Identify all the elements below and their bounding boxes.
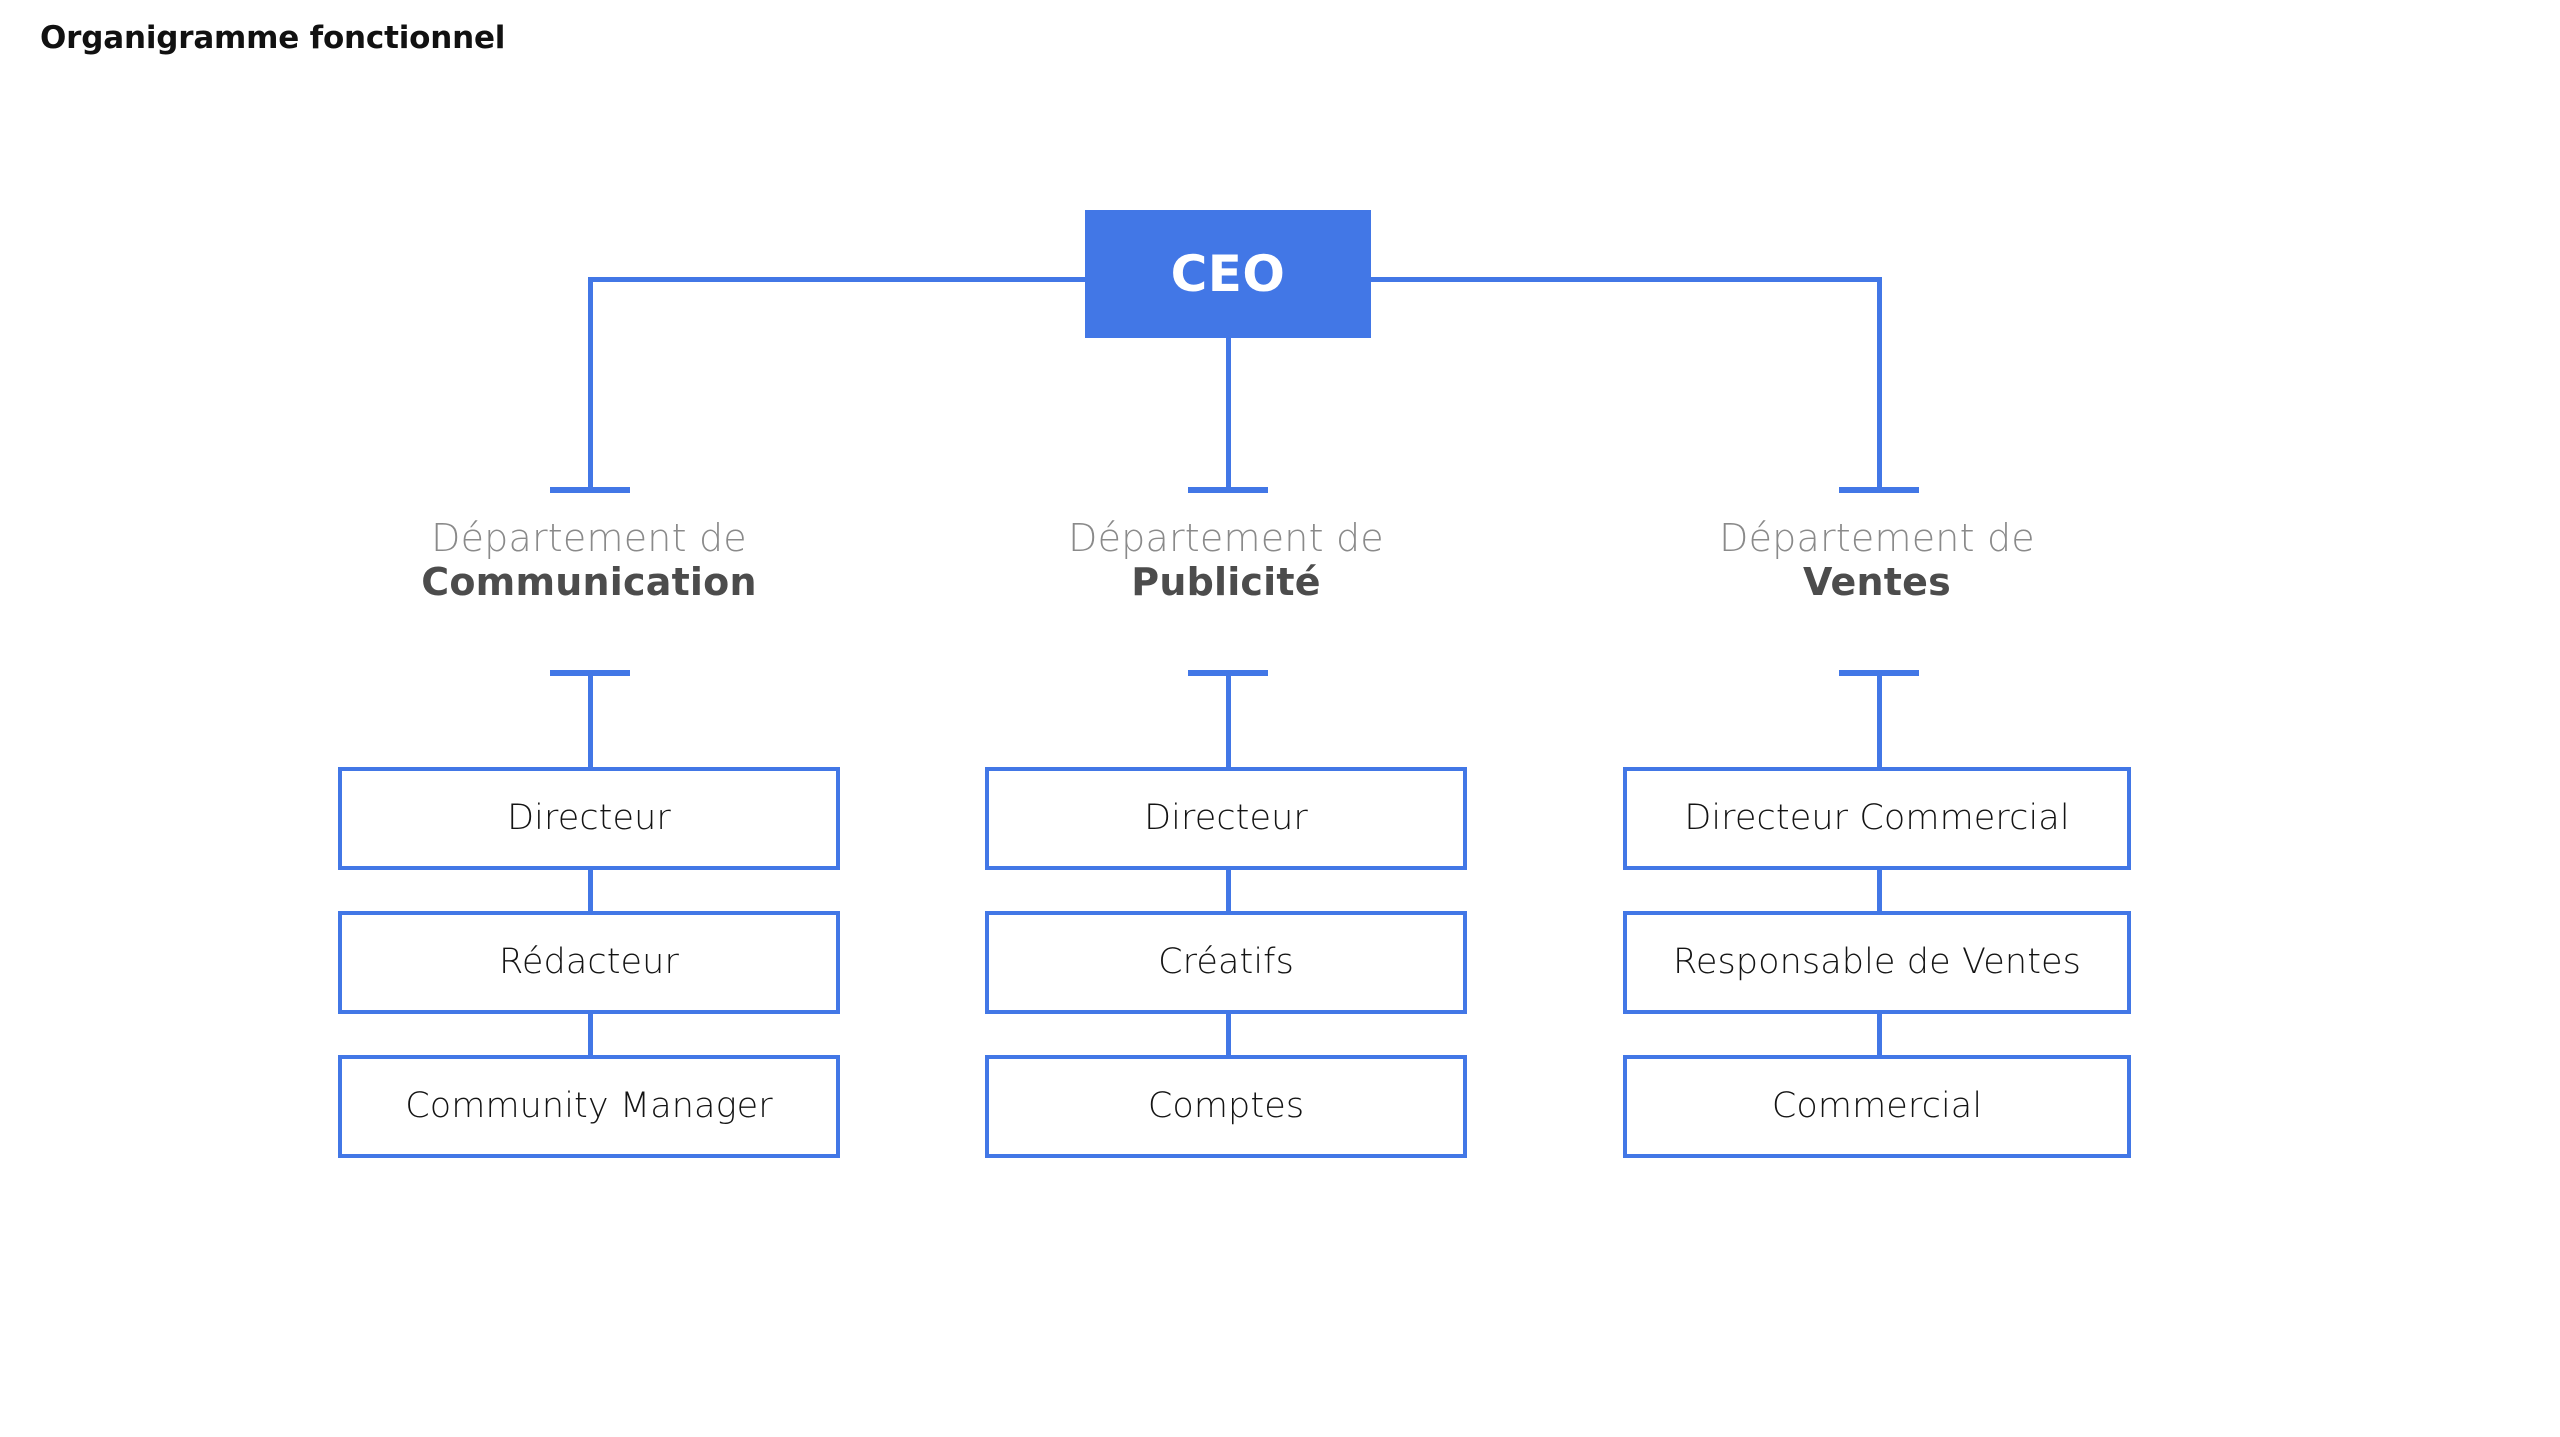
role-label-ventes-3: Commercial xyxy=(1771,1086,1983,1126)
department-column-publicite: Département de Publicité xyxy=(1035,516,1417,605)
role-label-ventes-1: Directeur Commercial xyxy=(1684,798,2070,838)
department-prefix-publicite: Département de xyxy=(1068,516,1384,560)
role-box-communication-1[interactable]: Directeur xyxy=(338,767,840,870)
role-label-communication-3: Community Manager xyxy=(405,1086,773,1126)
department-heading-ventes: Département de Ventes xyxy=(1686,516,2068,605)
role-label-publicite-2: Créatifs xyxy=(1158,942,1294,982)
role-box-ventes-1[interactable]: Directeur Commercial xyxy=(1623,767,2131,870)
connector-communication-2-3 xyxy=(588,1012,593,1056)
connector-communication-1-2 xyxy=(588,868,593,912)
department-name-communication: Communication xyxy=(421,560,757,605)
department-prefix-ventes: Département de xyxy=(1719,516,2035,560)
department-column-communication: Département de Communication xyxy=(379,516,799,605)
connector-ventes-1-2 xyxy=(1877,868,1882,912)
role-box-publicite-1[interactable]: Directeur xyxy=(985,767,1467,870)
role-label-publicite-3: Comptes xyxy=(1147,1086,1305,1126)
connector-ceo-center-vertical xyxy=(1226,337,1231,490)
role-box-ventes-3[interactable]: Commercial xyxy=(1623,1055,2131,1158)
connector-ceo-right-horizontal xyxy=(1368,277,1882,282)
org-node-ceo[interactable]: CEO xyxy=(1085,210,1371,338)
role-label-ventes-2: Responsable de Ventes xyxy=(1672,942,2082,982)
role-label-communication-2: Rédacteur xyxy=(499,942,679,982)
role-label-communication-1: Directeur xyxy=(507,798,671,838)
page-title: Organigramme fonctionnel xyxy=(40,20,506,56)
role-box-publicite-2[interactable]: Créatifs xyxy=(985,911,1467,1014)
department-prefix-communication: Département de xyxy=(431,516,747,560)
department-heading-communication: Département de Communication xyxy=(379,516,799,605)
role-label-publicite-1: Directeur xyxy=(1144,798,1308,838)
connector-foot-publicite xyxy=(1188,487,1268,493)
role-box-communication-2[interactable]: Rédacteur xyxy=(338,911,840,1014)
connector-ceo-right-vertical xyxy=(1877,277,1882,490)
org-node-ceo-label: CEO xyxy=(1170,245,1286,303)
connector-ventes-2-3 xyxy=(1877,1012,1882,1056)
connector-publicite-1-2 xyxy=(1226,868,1231,912)
department-name-ventes: Ventes xyxy=(1803,560,1951,605)
connector-foot-communication xyxy=(550,487,630,493)
role-box-publicite-3[interactable]: Comptes xyxy=(985,1055,1467,1158)
department-column-ventes: Département de Ventes xyxy=(1686,516,2068,605)
connector-head-drop-communication xyxy=(588,670,593,770)
department-heading-publicite: Département de Publicité xyxy=(1035,516,1417,605)
role-box-communication-3[interactable]: Community Manager xyxy=(338,1055,840,1158)
connector-publicite-2-3 xyxy=(1226,1012,1231,1056)
connector-ceo-left-horizontal xyxy=(588,277,1088,282)
role-box-ventes-2[interactable]: Responsable de Ventes xyxy=(1623,911,2131,1014)
connector-head-drop-publicite xyxy=(1226,670,1231,770)
connector-ceo-left-vertical xyxy=(588,277,593,490)
connector-foot-ventes xyxy=(1839,487,1919,493)
department-name-publicite: Publicité xyxy=(1131,560,1321,605)
connector-head-drop-ventes xyxy=(1877,670,1882,770)
